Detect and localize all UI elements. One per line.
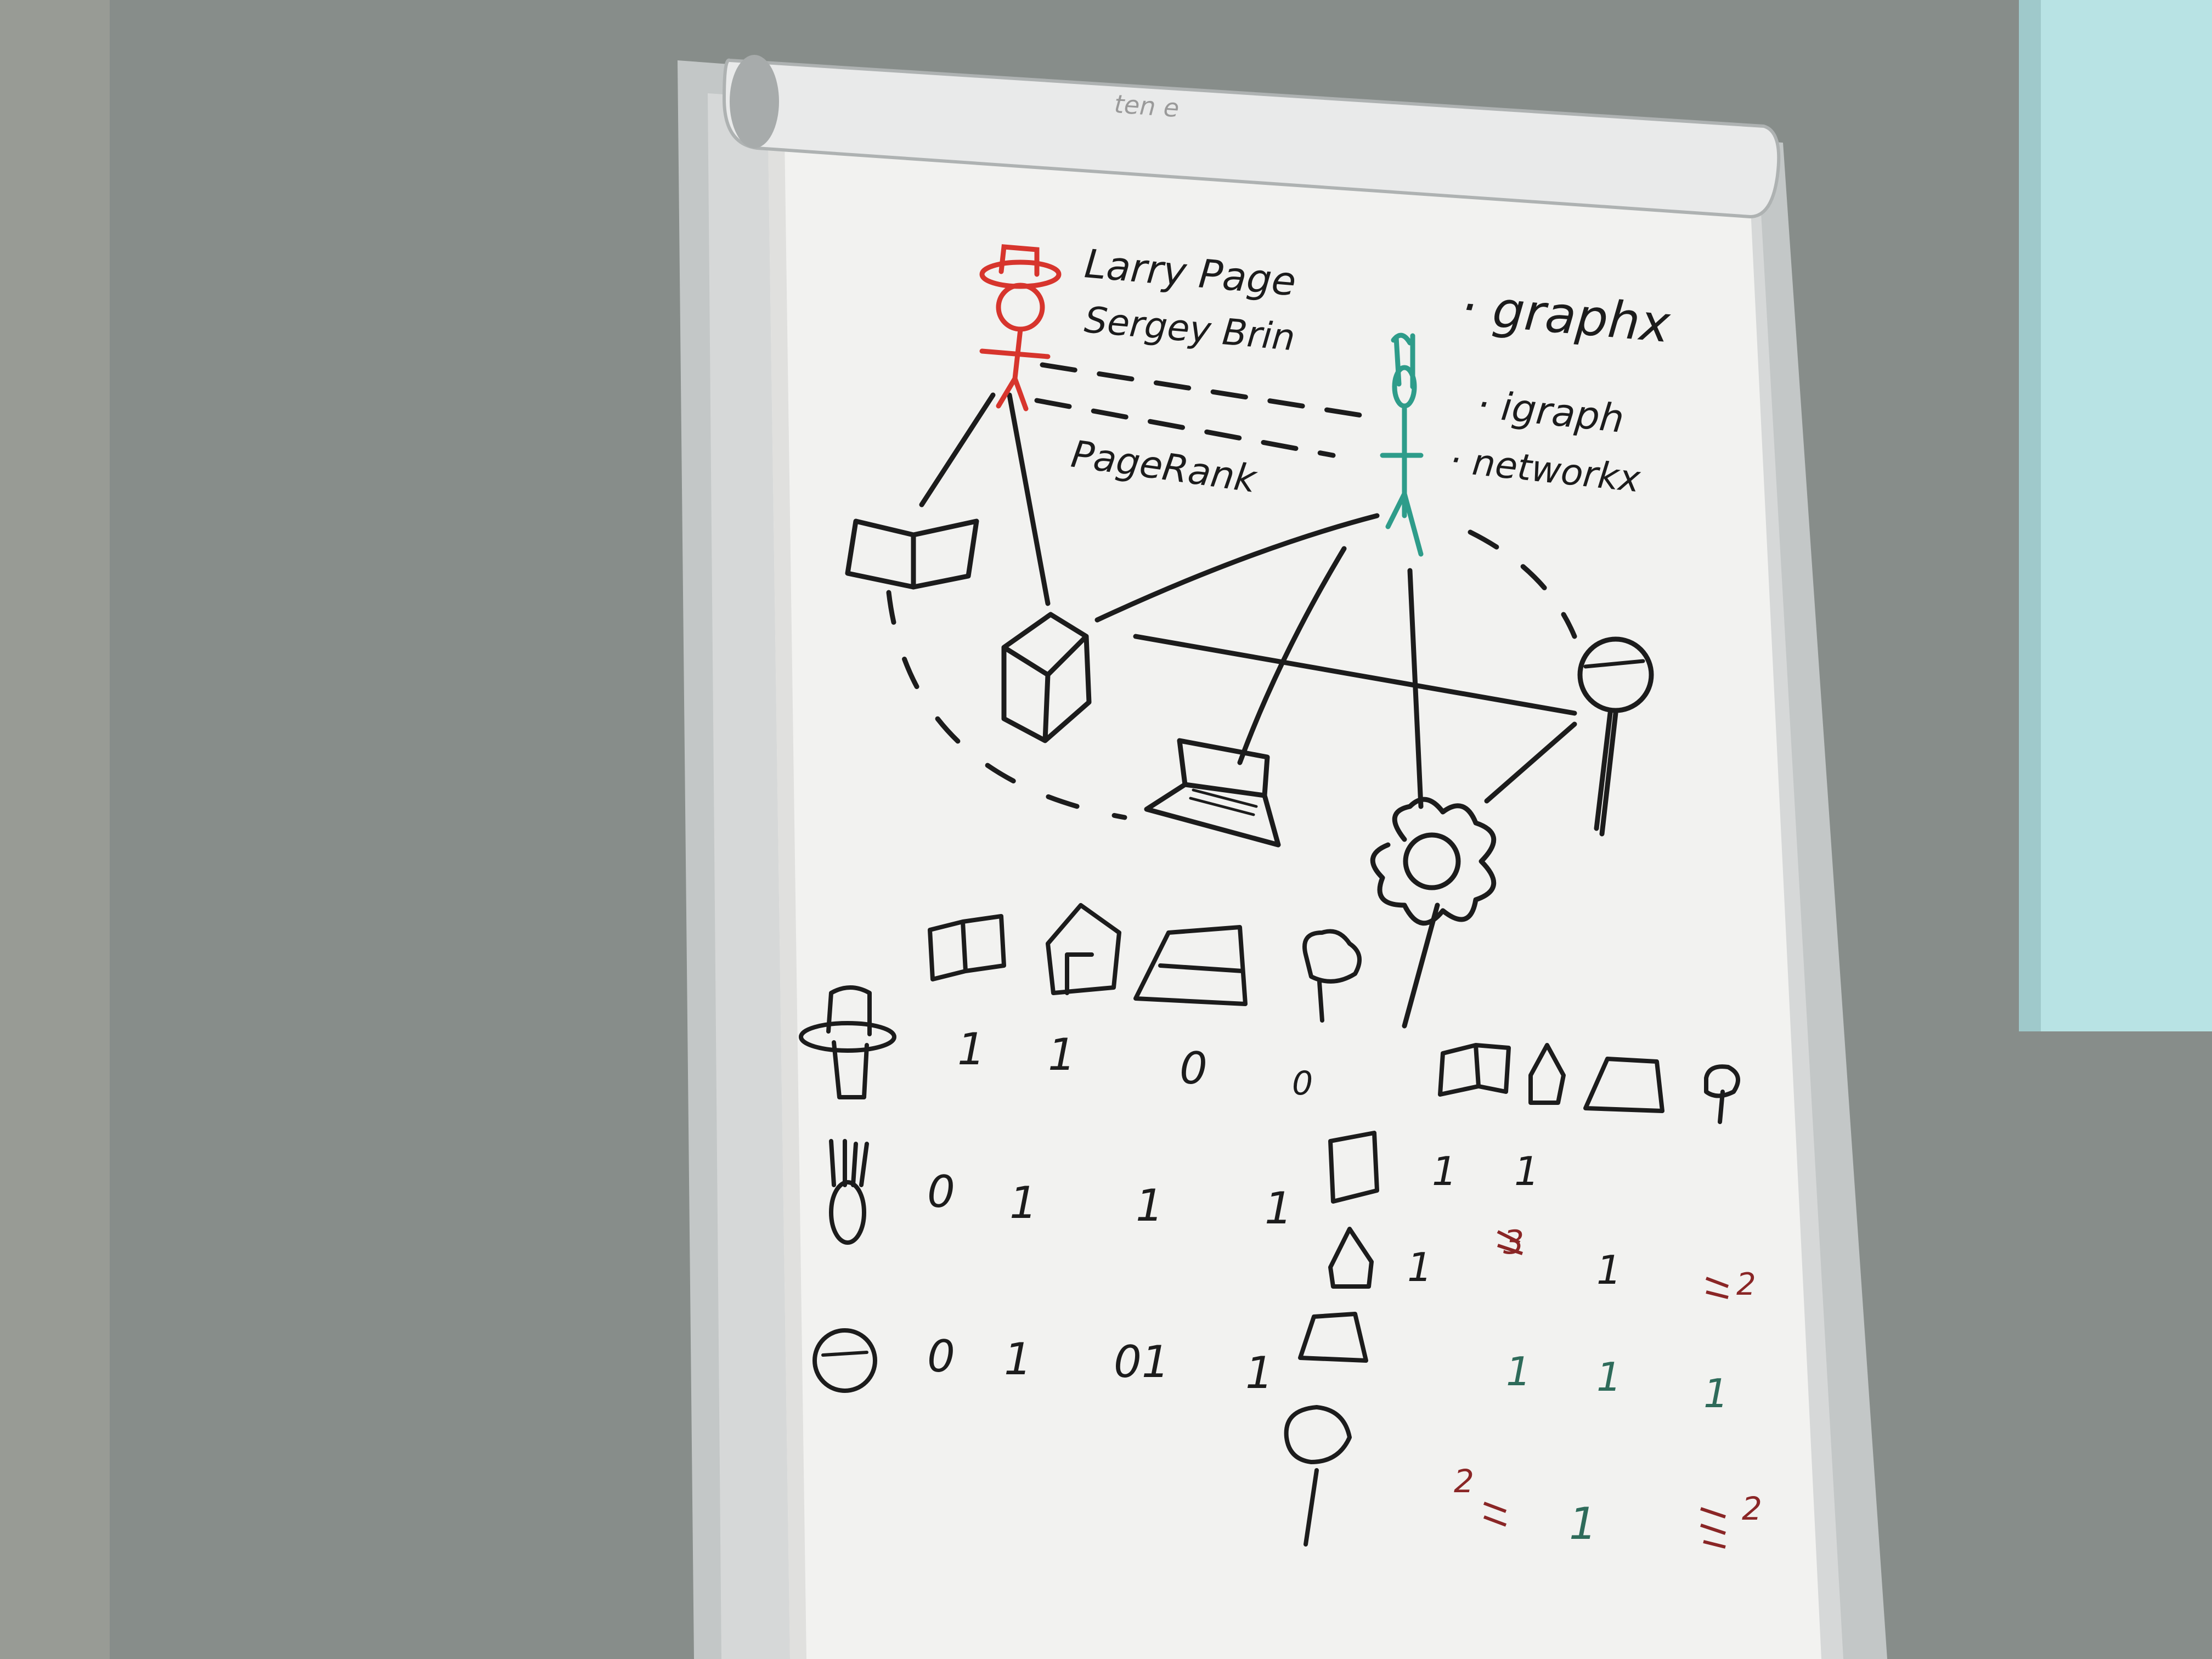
m-r0-c3: 0 bbox=[1292, 1064, 1313, 1103]
s-book-1: 1 bbox=[1514, 1148, 1539, 1194]
paper-edge-shadow bbox=[768, 137, 806, 1659]
glasses-icon bbox=[1583, 659, 1645, 669]
sub-row-laptop-icon bbox=[1298, 1312, 1368, 1363]
s-house-0: 1 bbox=[1407, 1244, 1432, 1290]
row-glasses-icon bbox=[821, 1351, 868, 1357]
dashed-right-arc bbox=[1468, 529, 1577, 639]
crossed-mark-1 bbox=[1497, 1230, 1523, 1255]
sub-col-house-icon bbox=[1528, 1043, 1566, 1105]
projection-screen bbox=[2030, 0, 2212, 1031]
laptop-icon bbox=[1144, 738, 1281, 848]
s-laptop-1: 1 bbox=[1596, 1354, 1622, 1400]
m-r0-c0: 1 bbox=[957, 1024, 985, 1075]
house-icon bbox=[1001, 612, 1092, 743]
teal-head bbox=[1392, 365, 1417, 409]
s-flower-1: 1 bbox=[1569, 1498, 1597, 1549]
flower-center bbox=[1403, 832, 1461, 890]
flipchart-paper bbox=[768, 137, 1821, 1659]
hat-icon bbox=[998, 244, 1040, 277]
row-spiky-hair-icon bbox=[829, 1139, 869, 1187]
m-r2-c0: 0 bbox=[927, 1331, 955, 1382]
col-house-icon bbox=[1046, 903, 1121, 995]
m-r2-c1: 1 bbox=[1004, 1334, 1032, 1385]
paper-clamp-bar bbox=[722, 58, 1781, 219]
m-r1-c3: 1 bbox=[1265, 1183, 1293, 1234]
m-r0-c1: 1 bbox=[1048, 1029, 1076, 1080]
s-house-3: 2 bbox=[1736, 1267, 1756, 1302]
sub-col-flower-icon bbox=[1704, 1064, 1740, 1124]
top-scribble: ten e bbox=[1113, 89, 1180, 123]
projection-edge bbox=[2019, 0, 2041, 1031]
col-book-icon bbox=[928, 914, 1006, 981]
row-hat-brim bbox=[799, 1021, 896, 1053]
row-glasses-person-icon bbox=[812, 1328, 877, 1393]
row-spiky-person-icon bbox=[829, 1180, 866, 1245]
sub-col-book-icon bbox=[1438, 1043, 1511, 1097]
row-hat-person-icon bbox=[826, 985, 872, 1099]
sub-row-book-icon bbox=[1328, 1131, 1379, 1204]
s-house-2: 1 bbox=[1596, 1247, 1622, 1293]
m-r2-c3: 1 bbox=[1245, 1347, 1273, 1398]
edge-house-teal bbox=[1094, 513, 1380, 623]
book-icon-right-page bbox=[911, 518, 979, 590]
s-flower-2: 2 bbox=[1742, 1490, 1762, 1527]
glasses-person-head bbox=[1577, 636, 1654, 713]
dashed-link-top bbox=[1040, 362, 1374, 420]
col-flower-icon bbox=[1302, 929, 1362, 1023]
edge-teal-laptop bbox=[1237, 546, 1347, 765]
sub-row-flower-icon bbox=[1284, 1405, 1352, 1547]
crossed-out-marks bbox=[1483, 1230, 1729, 1549]
edge-teal-flower bbox=[1407, 568, 1424, 809]
s-flower-0: 2 bbox=[1454, 1463, 1474, 1500]
col-laptop-icon bbox=[1133, 925, 1248, 1006]
clamp-knob bbox=[730, 55, 779, 148]
left-wall-edge bbox=[0, 0, 110, 1659]
edge-house-glasses bbox=[1133, 634, 1577, 716]
flower-icon bbox=[1370, 797, 1497, 926]
edge-founder-house bbox=[1007, 392, 1051, 606]
crossed-mark-3 bbox=[1483, 1502, 1507, 1527]
laptop-keys bbox=[1189, 788, 1258, 816]
s-book-0: 1 bbox=[1432, 1148, 1457, 1194]
teal-figure bbox=[1380, 332, 1424, 557]
m-r0-c2: 0 bbox=[1180, 1043, 1207, 1094]
founder-body bbox=[979, 326, 1051, 411]
flower-stem bbox=[1402, 902, 1440, 1029]
edge-glasses-flower bbox=[1484, 721, 1577, 804]
s-laptop-0: 1 bbox=[1506, 1348, 1531, 1395]
sub-col-laptop-icon bbox=[1583, 1057, 1664, 1113]
m-r1-c2: 1 bbox=[1136, 1180, 1164, 1231]
teal-body bbox=[1380, 406, 1424, 557]
dashed-cluster-arc bbox=[886, 590, 1127, 820]
glasses-person-body bbox=[1594, 710, 1618, 837]
sub-row-house-icon bbox=[1328, 1227, 1374, 1289]
s-laptop-2: 1 bbox=[1703, 1370, 1729, 1417]
crossed-mark-4 bbox=[1700, 1507, 1726, 1549]
m-r2-c2: 01 bbox=[1114, 1336, 1170, 1387]
m-r1-c0: 0 bbox=[927, 1166, 955, 1217]
s-house-1: 3 bbox=[1503, 1223, 1524, 1262]
crossed-mark-2 bbox=[1705, 1277, 1729, 1299]
m-r1-c1: 1 bbox=[1009, 1177, 1037, 1228]
founder-figure bbox=[979, 244, 1062, 411]
dashed-link-bottom bbox=[1034, 398, 1336, 458]
edge-founder-book bbox=[919, 392, 996, 507]
